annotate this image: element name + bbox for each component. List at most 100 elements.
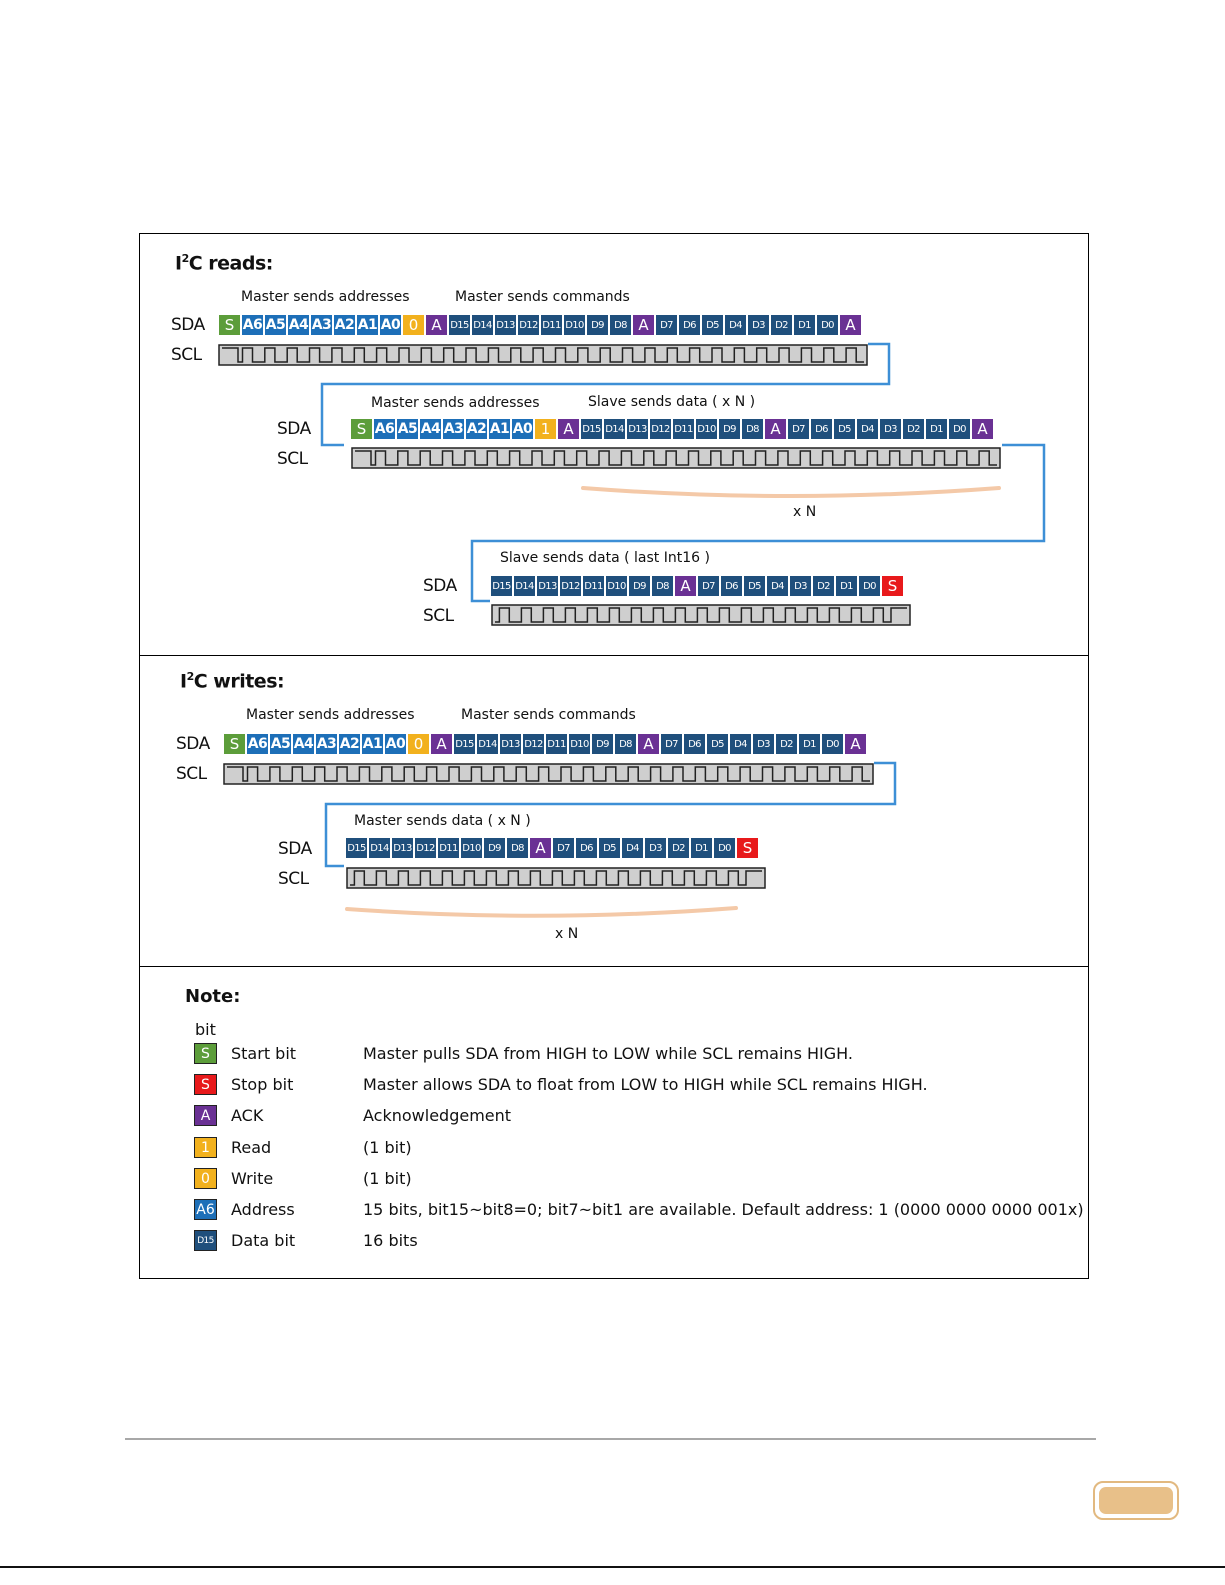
bit-addr: A0 (512, 419, 533, 439)
legend-name: Write (231, 1169, 274, 1188)
bit-data: D15 (581, 419, 602, 439)
legend-name: ACK (231, 1106, 264, 1125)
bit-data: D11 (546, 734, 567, 754)
bit-data: D8 (652, 576, 673, 596)
bit-addr: A0 (380, 315, 401, 335)
reads-b2-sda-label: SDA (277, 419, 311, 439)
bit-stop: S (882, 576, 903, 596)
bit-data: D4 (725, 315, 746, 335)
bit-addr: A3 (316, 734, 337, 754)
bit-data: D5 (744, 576, 765, 596)
bit-data: D4 (767, 576, 788, 596)
bit-addr: A6 (374, 419, 395, 439)
bit-data: D11 (541, 315, 562, 335)
bit-data: D1 (836, 576, 857, 596)
bit-data: D10 (696, 419, 717, 439)
bit-data: D0 (949, 419, 970, 439)
writes-title: I2C writes: (180, 670, 285, 693)
bottom-rule (0, 1566, 1225, 1568)
bit-ack: A (845, 734, 866, 754)
scl-background (491, 604, 911, 626)
reads-b3-scl-waveform (491, 604, 911, 626)
scl-background (346, 867, 766, 889)
writes-repeat-arc (345, 906, 738, 918)
bit-data: D10 (606, 576, 627, 596)
bit-addr: A4 (288, 315, 309, 335)
bit-ack: A (840, 315, 861, 335)
legend-name: Start bit (231, 1044, 297, 1063)
bit-start: S (351, 419, 372, 439)
bit-data: D2 (668, 838, 689, 858)
bit-data: D12 (415, 838, 436, 858)
bit-ack: A (638, 734, 659, 754)
reads-b3-label: Slave sends data ( last Int16 ) (500, 550, 710, 566)
bit-data: D1 (799, 734, 820, 754)
bit-data: D7 (788, 419, 809, 439)
page-number-tab (1093, 1481, 1179, 1520)
bit-data: D2 (813, 576, 834, 596)
bit-data: D14 (514, 576, 535, 596)
bit-data: D0 (817, 315, 838, 335)
bit-addr: A1 (362, 734, 383, 754)
bit-ack: A (558, 419, 579, 439)
legend-description: (1 bit) (363, 1138, 412, 1157)
reads-connector-2 (470, 443, 1046, 603)
writes-b2-label: Master sends data ( x N ) (354, 813, 531, 829)
bit-ack: A (633, 315, 654, 335)
bit-data: D15 (454, 734, 475, 754)
scl-clock-pulses (355, 450, 997, 466)
bit-data: D0 (859, 576, 880, 596)
bit-data: D7 (553, 838, 574, 858)
note-subtitle: bit (195, 1020, 216, 1039)
scl-clock-pulses (227, 766, 870, 782)
bit-start: S (224, 734, 245, 754)
bit-data: D5 (702, 315, 723, 335)
legend-name: Data bit (231, 1231, 296, 1250)
bit-ack: A (431, 734, 452, 754)
reads-b1-label-left: Master sends addresses (241, 289, 410, 305)
bit-addr: A4 (293, 734, 314, 754)
reads-b1-sda-label: SDA (171, 315, 205, 335)
bit-data: D3 (748, 315, 769, 335)
legend-description: Master pulls SDA from HIGH to LOW while … (363, 1044, 853, 1063)
bit-data: D11 (673, 419, 694, 439)
bit-data: D6 (684, 734, 705, 754)
reads-repeat-label: x N (793, 504, 817, 520)
bit-rw: 0 (408, 734, 429, 754)
reads-b2-scl-label: SCL (277, 449, 308, 469)
bit-data: D5 (707, 734, 728, 754)
writes-b1-scl-label: SCL (176, 764, 207, 784)
writes-b1-scl-waveform (223, 763, 874, 785)
bit-data: D13 (392, 838, 413, 858)
bit-ack: A (765, 419, 786, 439)
bit-data: D13 (537, 576, 558, 596)
bit-rw: 1 (535, 419, 556, 439)
legend-description: Master allows SDA to float from LOW to H… (363, 1075, 928, 1094)
bit-data: D0 (822, 734, 843, 754)
bit-data: D8 (610, 315, 631, 335)
writes-connector (324, 761, 897, 868)
legend-description: 16 bits (363, 1231, 418, 1250)
bit-data: D7 (656, 315, 677, 335)
bit-data: D13 (495, 315, 516, 335)
bit-rw: 0 (403, 315, 424, 335)
bit-data: D7 (698, 576, 719, 596)
bit-data: D3 (880, 419, 901, 439)
bit-addr: A5 (270, 734, 291, 754)
legend-swatch-ack: A (194, 1105, 217, 1126)
legend-swatch-rw: 0 (194, 1168, 217, 1189)
legend-description: (1 bit) (363, 1169, 412, 1188)
legend-name: Address (231, 1200, 295, 1219)
writes-b2-scl-label: SCL (278, 869, 309, 889)
section-divider (139, 655, 1089, 656)
bit-data: D10 (569, 734, 590, 754)
bit-data: D8 (615, 734, 636, 754)
reads-connector-1 (320, 342, 891, 447)
reads-b1-scl-waveform (218, 344, 868, 366)
reads-b1-label-right: Master sends commands (455, 289, 630, 305)
bit-data: D12 (518, 315, 539, 335)
bit-data: D3 (645, 838, 666, 858)
bit-ack: A (530, 838, 551, 858)
reads-b2-scl-waveform (351, 447, 1001, 469)
